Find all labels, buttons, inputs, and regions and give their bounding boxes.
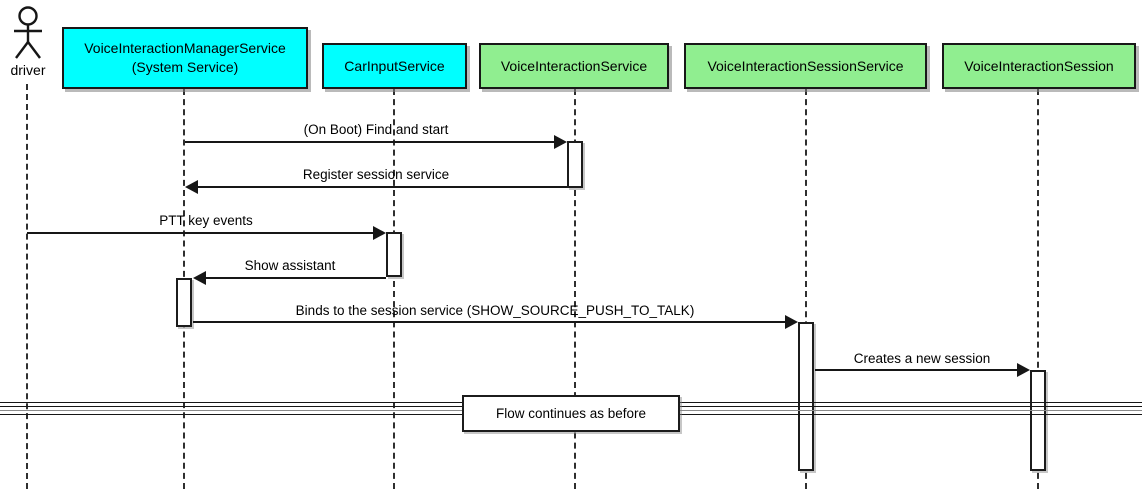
lifeline-driver [26, 84, 28, 489]
divider-label-box: Flow continues as before [462, 395, 680, 432]
message-label-ptt-key-events: PTT key events [159, 213, 253, 228]
person-icon [14, 6, 42, 59]
message-label-register-session-service: Register session service [302, 167, 450, 182]
arrowhead-right-icon [554, 135, 567, 149]
activation-voice-interaction-service [567, 141, 583, 188]
participant-label: VoiceInteractionSessionService [707, 57, 904, 74]
message-line [185, 141, 555, 143]
message-label-show-assistant: Show assistant [244, 258, 336, 273]
arrowhead-right-icon [1017, 363, 1030, 377]
lifeline-voice-interaction-session-service [805, 89, 807, 489]
message-line [27, 232, 374, 234]
lifeline-voice-interaction-session [1037, 89, 1039, 489]
lifeline-car-input-service [393, 89, 395, 489]
divider-label: Flow continues as before [495, 406, 647, 421]
participant-label: CarInputService [344, 57, 445, 74]
participant-voice-interaction-session-service: VoiceInteractionSessionService [684, 43, 927, 89]
message-line [193, 321, 786, 323]
message-label-creates-a-new-session: Creates a new session [853, 351, 991, 366]
arrowhead-right-icon [373, 226, 386, 240]
participant-voice-interaction-session: VoiceInteractionSession [942, 43, 1136, 89]
arrowhead-right-icon [785, 315, 798, 329]
activation-car-input-service [386, 232, 402, 277]
message-line [815, 369, 1018, 371]
participant-label: VoiceInteractionManagerService [84, 40, 286, 56]
activation-voice-interaction-manager-service [176, 278, 192, 327]
participant-voice-interaction-manager-service: VoiceInteractionManagerService (System S… [62, 27, 308, 89]
activation-voice-interaction-session [1030, 370, 1046, 471]
arrowhead-left-icon [185, 180, 198, 194]
participant-label: VoiceInteractionService [500, 57, 648, 74]
message-line [197, 186, 567, 188]
message-line [205, 277, 386, 279]
actor-label-driver: driver [10, 62, 46, 78]
participant-car-input-service: CarInputService [322, 43, 467, 89]
participant-label: VoiceInteractionSession [964, 57, 1114, 74]
arrowhead-left-icon [193, 271, 206, 285]
participant-sublabel: (System Service) [131, 59, 239, 75]
message-label-on-boot-find-and-start: (On Boot) Find and start [303, 122, 449, 137]
lifeline-voice-interaction-service [574, 89, 576, 489]
participant-voice-interaction-service: VoiceInteractionService [479, 43, 669, 89]
message-label-binds-to-session-service: Binds to the session service (SHOW_SOURC… [295, 303, 695, 318]
activation-voice-interaction-session-service [798, 322, 814, 471]
